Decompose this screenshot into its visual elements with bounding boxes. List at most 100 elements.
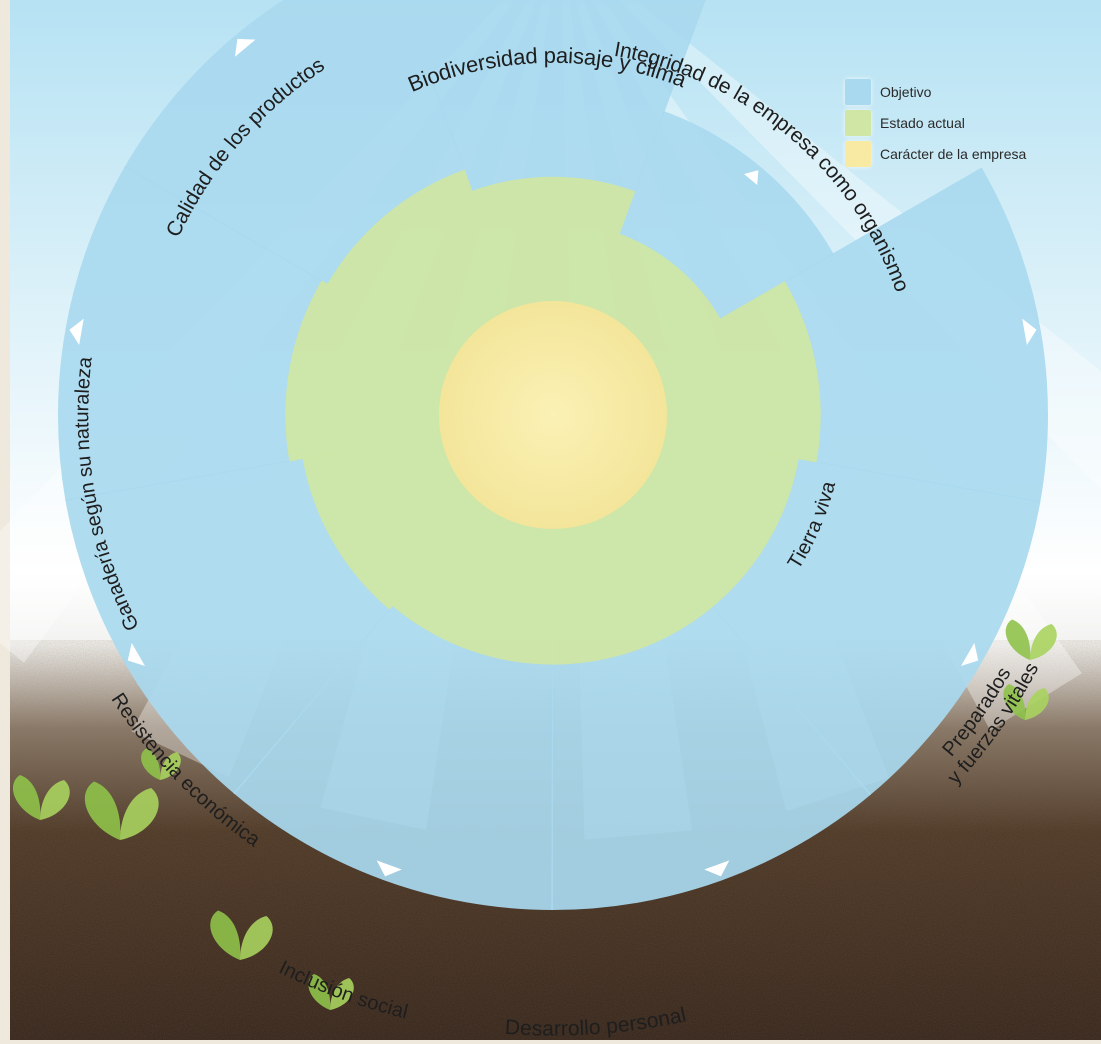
- legend: Objetivo Estado actual Carácter de la em…: [845, 76, 1090, 169]
- current-sector-personal-development: [624, 434, 799, 607]
- marker-arrows: [69, 38, 1037, 877]
- marker-arrow-product-quality: [69, 318, 84, 346]
- svg-text:i: i: [385, 997, 395, 1019]
- svg-text:e: e: [520, 1017, 533, 1040]
- company-character-swatch-icon: [845, 140, 871, 167]
- svg-text:n: n: [656, 1007, 672, 1032]
- svg-text:ú: ú: [78, 491, 102, 506]
- marker-arrow-living-soil: [744, 170, 759, 186]
- svg-text:u: u: [71, 411, 93, 422]
- sprout-6: [141, 748, 181, 780]
- svg-text:n: n: [76, 481, 99, 495]
- sprout-2: [210, 910, 273, 960]
- svg-text:s: s: [483, 48, 498, 75]
- svg-text:a: a: [583, 44, 599, 70]
- svg-text:u: u: [73, 455, 96, 468]
- svg-text:d: d: [525, 43, 539, 69]
- svg-text:z: z: [73, 367, 96, 379]
- target-sectors: [58, 0, 1048, 910]
- svg-text:t: t: [71, 422, 93, 428]
- legend-item-current-state: Estado actual: [845, 107, 1090, 138]
- svg-text:i: i: [648, 57, 660, 82]
- svg-text:o: o: [588, 1016, 601, 1040]
- marker-arrow-biodiversity: [234, 38, 256, 57]
- current-state-swatch-icon: [845, 109, 871, 136]
- svg-text:a: a: [556, 43, 570, 68]
- marker-arrow-economic-resilience: [376, 860, 402, 877]
- svg-text:n: n: [72, 439, 95, 451]
- current-sector-integrity: [471, 176, 636, 310]
- svg-text:l: l: [579, 1017, 585, 1040]
- legend-label-company-character: Carácter de la empresa: [880, 145, 1027, 162]
- target-sector-integrity: [401, 0, 706, 310]
- current-sector-livestock: [302, 434, 482, 610]
- svg-text:o: o: [645, 1009, 660, 1034]
- svg-text:l: l: [679, 1003, 688, 1026]
- svg-text:n: n: [618, 39, 634, 64]
- sprout-5: [1003, 684, 1049, 720]
- svg-text:s: s: [572, 43, 585, 69]
- svg-text:s: s: [74, 466, 97, 479]
- svg-text:l: l: [400, 1001, 410, 1023]
- marker-arrow-livestock: [127, 642, 146, 666]
- svg-text:a: a: [512, 44, 527, 70]
- svg-text:e: e: [599, 46, 615, 73]
- svg-text:l: l: [584, 1017, 590, 1040]
- svg-text:a: a: [71, 392, 93, 405]
- svg-text:r: r: [561, 1017, 568, 1040]
- svg-text:a: a: [74, 355, 97, 369]
- svg-text:e: e: [72, 377, 95, 390]
- svg-text:e: e: [635, 43, 652, 68]
- svg-text:j: j: [594, 45, 603, 71]
- marker-arrow-social-inclusion: [704, 860, 730, 877]
- svg-text:g: g: [80, 502, 104, 517]
- svg-text:a: a: [542, 1017, 554, 1040]
- svg-text:o: o: [567, 1017, 579, 1040]
- sprouts: [12, 619, 1057, 1010]
- current-sector-product-quality: [285, 280, 457, 462]
- svg-text:p: p: [544, 43, 556, 68]
- svg-text:d: d: [499, 45, 514, 71]
- svg-text:s: s: [531, 1017, 542, 1040]
- marker-arrow-personal-development: [960, 642, 979, 666]
- svg-text:y: y: [617, 49, 633, 76]
- svg-text:p: p: [605, 1014, 619, 1038]
- sprout-0: [84, 781, 159, 840]
- svg-text:e: e: [82, 513, 106, 529]
- svg-text:e: e: [617, 1013, 631, 1037]
- svg-text:a: a: [71, 427, 93, 440]
- svg-text:I: I: [613, 38, 623, 62]
- current-sector-preparations: [649, 281, 821, 463]
- svg-text:t: t: [629, 41, 640, 65]
- current-sector-social-inclusion: [552, 500, 714, 665]
- objective-swatch-icon: [845, 78, 871, 105]
- svg-text:l: l: [644, 56, 655, 81]
- svg-text:e: e: [463, 51, 481, 78]
- svg-text:i: i: [568, 43, 574, 68]
- svg-text:r: r: [628, 1012, 638, 1036]
- svg-text:i: i: [494, 47, 503, 72]
- svg-text:i: i: [812, 499, 834, 510]
- svg-text:r: r: [554, 1018, 561, 1040]
- current-sector-economic-resilience: [391, 500, 553, 665]
- marker-arrow-preparations: [1022, 318, 1037, 346]
- svg-text:D: D: [504, 1016, 521, 1040]
- sprout-4: [1005, 619, 1057, 660]
- legend-item-company-character: Carácter de la empresa: [845, 138, 1090, 169]
- svg-text:i: i: [663, 51, 675, 74]
- sprout-1: [12, 775, 70, 820]
- svg-text:a: a: [667, 1004, 683, 1029]
- sprout-3: [308, 974, 354, 1010]
- current-state-sectors: [285, 169, 821, 665]
- legend-label-current-state: Estado actual: [880, 114, 965, 131]
- svg-text:l: l: [72, 389, 94, 395]
